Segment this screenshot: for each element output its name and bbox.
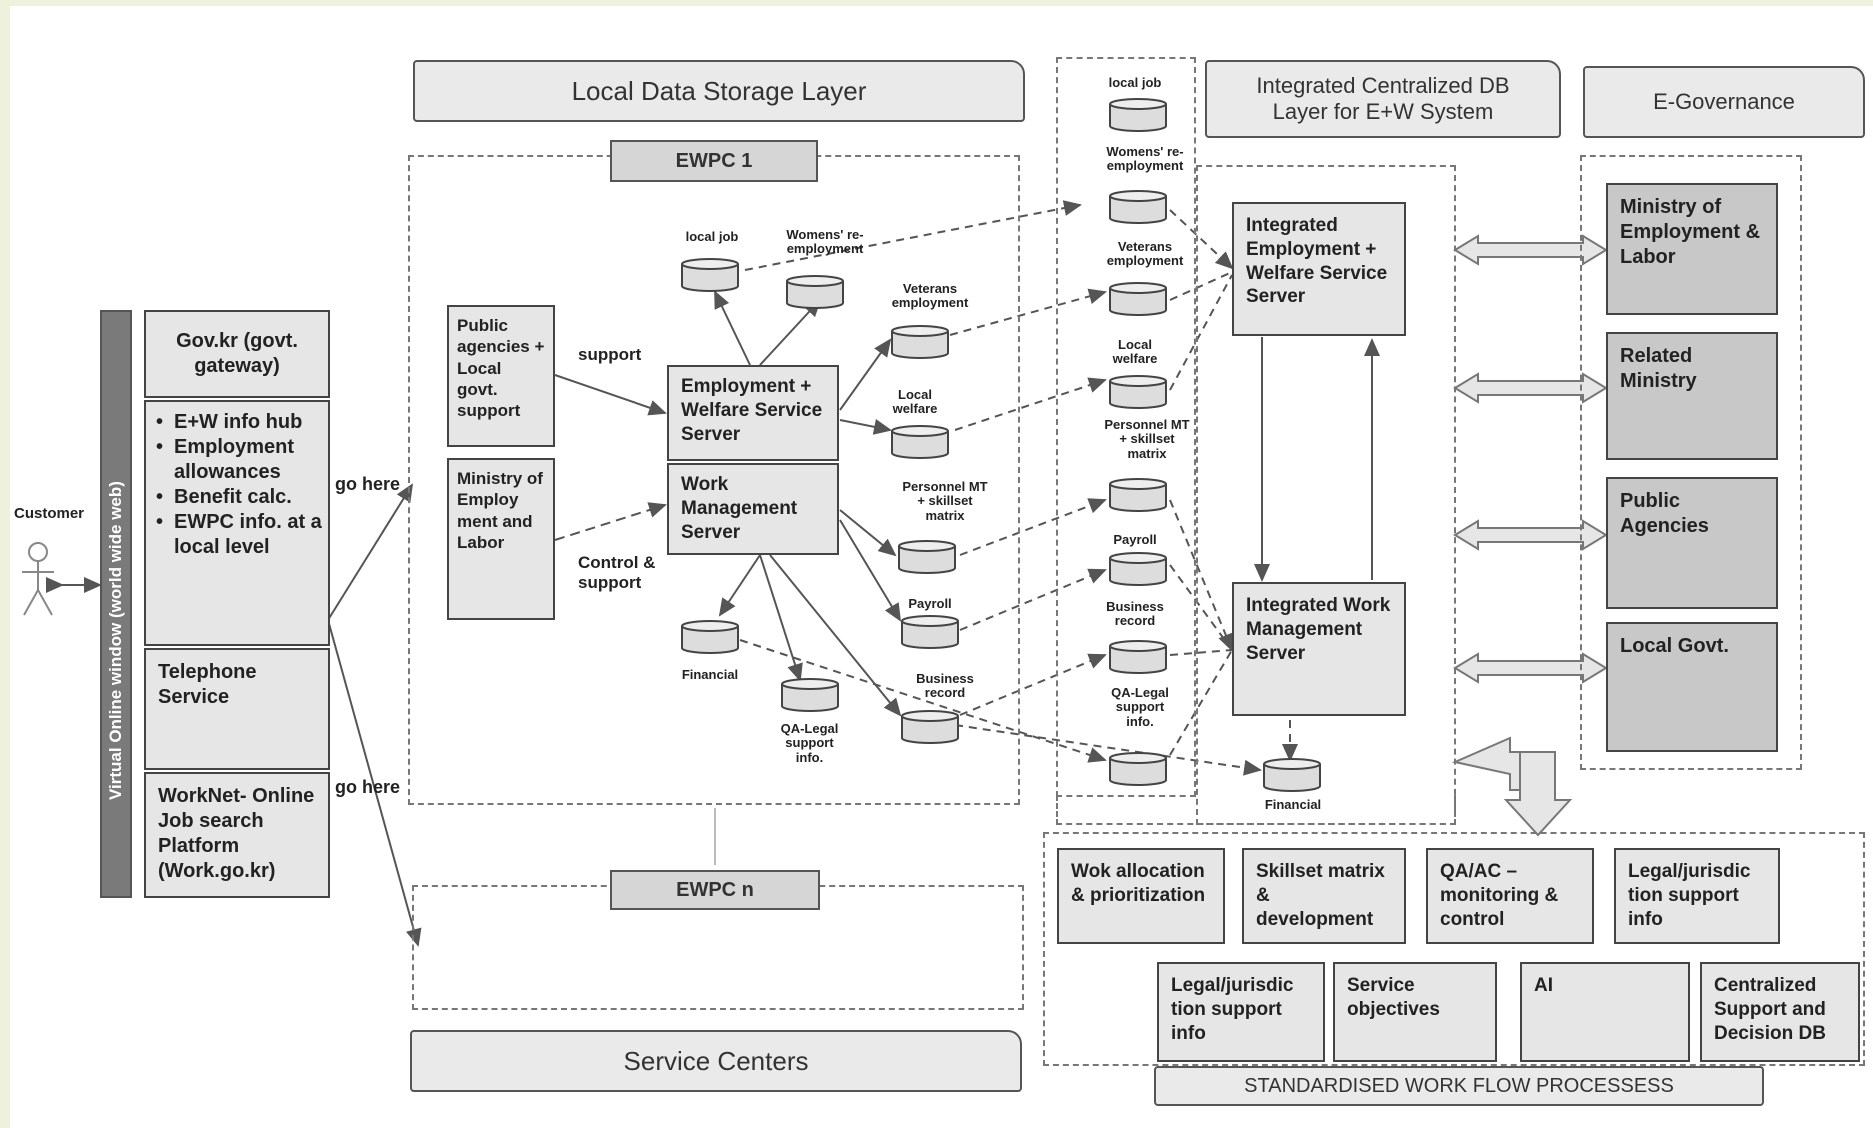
integrated-emp-server-box: Integrated Employment + Welfare Service …: [1232, 202, 1406, 336]
db-personnel-label: Personnel MT + skillset matrix: [902, 479, 988, 523]
db-financial-label: Financial: [681, 667, 739, 682]
c-db-local-welfare-label: Local welfare: [1112, 337, 1158, 367]
support-label: support: [578, 345, 642, 364]
top-edge-strip: [0, 0, 1873, 6]
workflow-item: Legal/jurisdic tion support info: [1614, 848, 1780, 944]
emp-welfare-server-box: Employment + Welfare Service Server: [667, 365, 839, 461]
egov-ministry-box: Ministry of Employment & Labor: [1606, 183, 1778, 315]
hub-item: Benefit calc.: [152, 485, 322, 510]
service-centers-footer: Service Centers: [410, 1030, 1022, 1092]
db-qa-legal-label: QA-Legal support info.: [780, 721, 839, 765]
egov-container: [1580, 155, 1802, 770]
c-db-business-label: Business record: [1106, 599, 1164, 629]
workflow-item: Service objectives: [1333, 962, 1497, 1062]
c-db-women-label: Womens' re- employment: [1106, 144, 1184, 174]
workflow-item: AI: [1520, 962, 1690, 1062]
db-qa-legal-icon: [780, 678, 840, 712]
hub-item: EWPC info. at a local level: [152, 510, 322, 560]
c-db-qa-legal-icon: [1108, 752, 1168, 786]
c-db-local-welfare-icon: [1108, 375, 1168, 409]
public-agencies-box: Public agencies + Local govt. support: [447, 305, 555, 447]
virtual-window-label: Virtual Online window (world wide web): [106, 481, 125, 800]
workflow-item: QA/AC – monitoring & control: [1426, 848, 1594, 944]
ewpcn-title: EWPC n: [610, 870, 820, 910]
c-db-financial-label: Financial: [1264, 797, 1322, 812]
c-db-local-job-icon: [1108, 98, 1168, 132]
integrated-db-header: Integrated Centralized DB Layer for E+W …: [1205, 60, 1561, 138]
worknet-box: WorkNet- Online Job search Platform (Wor…: [144, 772, 330, 898]
left-edge-strip: [0, 0, 10, 1128]
db-payroll-label: Payroll: [908, 596, 952, 611]
db-local-welfare-icon: [890, 425, 950, 459]
db-business-label: Business record: [916, 671, 974, 701]
c-db-payroll-icon: [1108, 552, 1168, 586]
customer-label: Customer: [14, 505, 85, 522]
c-db-business-icon: [1108, 640, 1168, 674]
workflow-item: Wok allocation & prioritization: [1057, 848, 1225, 944]
db-veterans-label: Veterans employment: [891, 281, 969, 311]
c-db-personnel-label: Personnel MT + skillset matrix: [1104, 417, 1190, 461]
hub-item: E+W info hub: [152, 410, 322, 435]
go-here-label-1: go here: [335, 474, 401, 494]
virtual-window-bar: [100, 310, 132, 898]
egovernance-header: E-Governance: [1583, 66, 1865, 138]
workflow-item: Centralized Support and Decision DB: [1700, 962, 1860, 1062]
db-local-welfare-label: Local welfare: [892, 387, 938, 417]
db-financial-icon: [680, 620, 740, 654]
c-db-qa-legal-label: QA-Legal support info.: [1111, 685, 1169, 729]
go-here-label-2: go here: [335, 777, 401, 797]
c-db-personnel-icon: [1108, 478, 1168, 512]
egov-public-agencies-box: Public Agencies: [1606, 477, 1778, 609]
central-bottom-border: [1056, 795, 1456, 825]
workflow-item: Skillset matrix & development: [1242, 848, 1406, 944]
hub-item: Employment allowances: [152, 435, 322, 485]
db-local-job-label: local job: [685, 229, 739, 244]
workflow-item: Legal/jurisdic tion support info: [1157, 962, 1325, 1062]
ewpc1-title: EWPC 1: [610, 140, 818, 182]
c-db-local-job-label: local job: [1108, 75, 1162, 90]
db-women-label: Womens' re- employment: [786, 227, 864, 257]
c-db-financial-icon: [1262, 758, 1322, 792]
central-db-column: [1056, 57, 1196, 797]
customer-icon: [22, 542, 54, 616]
workflow-footer-label: STANDARDISED WORK FLOW PROCESSESS: [1154, 1066, 1764, 1106]
hub-items-list: E+W info hub Employment allowances Benef…: [152, 410, 322, 560]
workflow-container: [1043, 832, 1865, 1066]
c-db-women-icon: [1108, 190, 1168, 224]
hub-item-text: EWPC info. at a local level: [174, 511, 322, 558]
control-support-label: Control & support: [578, 553, 656, 592]
db-payroll-icon: [900, 615, 960, 649]
local-data-storage-header: Local Data Storage Layer: [413, 60, 1025, 122]
db-veterans-icon: [890, 325, 950, 359]
ministry-box: Ministry of Employ ment and Labor: [447, 458, 555, 620]
c-db-veterans-label: Veterans employment: [1106, 239, 1184, 269]
db-personnel-icon: [897, 540, 957, 574]
db-business-icon: [900, 710, 960, 744]
egov-related-ministry-box: Related Ministry: [1606, 332, 1778, 460]
gov-gateway-box: Gov.kr (govt. gateway): [144, 310, 330, 398]
c-db-veterans-icon: [1108, 282, 1168, 316]
egov-local-govt-box: Local Govt.: [1606, 622, 1778, 752]
db-local-job-icon: [680, 258, 740, 292]
telephone-box: Telephone Service: [144, 648, 330, 770]
hub-box: E+W info hub Employment allowances Benef…: [144, 400, 330, 646]
work-management-server-box: Work Management Server: [667, 463, 839, 555]
c-db-payroll-label: Payroll: [1113, 532, 1157, 547]
db-women-icon: [785, 275, 845, 309]
integrated-work-server-box: Integrated Work Management Server: [1232, 582, 1406, 716]
